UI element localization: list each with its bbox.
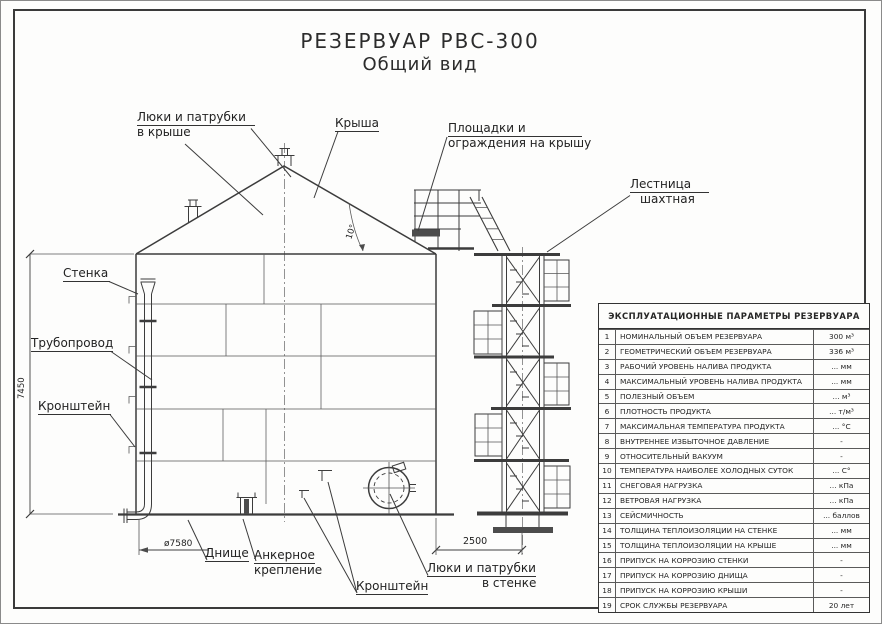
label-wall: Стенка — [63, 266, 110, 282]
label-bracket-bottom: Кронштейн — [356, 579, 429, 595]
label-roof: Крыша — [335, 116, 379, 132]
ladder-bracing — [506, 256, 540, 512]
wall-brackets — [299, 470, 332, 498]
dim-diameter-text: ø7580 — [164, 539, 193, 549]
label-bracket-left: Кронштейн — [38, 399, 111, 415]
tank-shell — [118, 254, 454, 516]
center-axes — [284, 143, 523, 554]
roof-platform — [412, 189, 511, 252]
wall-manhole — [363, 461, 416, 514]
dim-height — [25, 249, 134, 519]
label-platforms: Площадки и ограждения на крышу — [448, 121, 592, 150]
roof-angle-arc — [348, 202, 365, 252]
dim-ladder-offset — [431, 518, 527, 555]
dim-height-text: 7450 — [17, 377, 27, 399]
roof-outline — [135, 148, 437, 255]
label-roof-hatches-line1: Люки и патрубки — [137, 110, 255, 126]
pipeline — [123, 278, 157, 523]
label-ladder: Лестница шахтная — [630, 177, 709, 207]
label-pipeline: Трубопровод — [31, 336, 114, 352]
ladder-foundation — [493, 527, 553, 533]
label-roof-hatches: Люки и патрубки в крыше — [137, 110, 255, 140]
title-line1: РЕЗЕРВУАР РВС-300 — [300, 29, 540, 53]
leader-lines — [108, 128, 631, 594]
ladder-railings — [473, 259, 571, 509]
shaft-ladder — [473, 253, 571, 533]
label-wall-hatches: Люки и патрубки в стенке — [427, 561, 537, 590]
title-line2: Общий вид — [362, 54, 478, 75]
parameters-table-title: ЭКСПЛУАТАЦИОННЫЕ ПАРАМЕТРЫ РЕЗЕРВУАРА — [599, 304, 869, 329]
label-anchor: Анкерное крепление — [254, 548, 323, 577]
label-roof-hatches-line2: в крыше — [137, 125, 191, 139]
label-bottom-plate: Днище — [205, 546, 249, 562]
anchor-fastening — [236, 492, 257, 514]
drawing-title: РЕЗЕРВУАР РВС-300 Общий вид — [220, 29, 620, 76]
dim-diameter — [138, 519, 209, 555]
dim-ladder-offset-text: 2500 — [463, 536, 488, 547]
